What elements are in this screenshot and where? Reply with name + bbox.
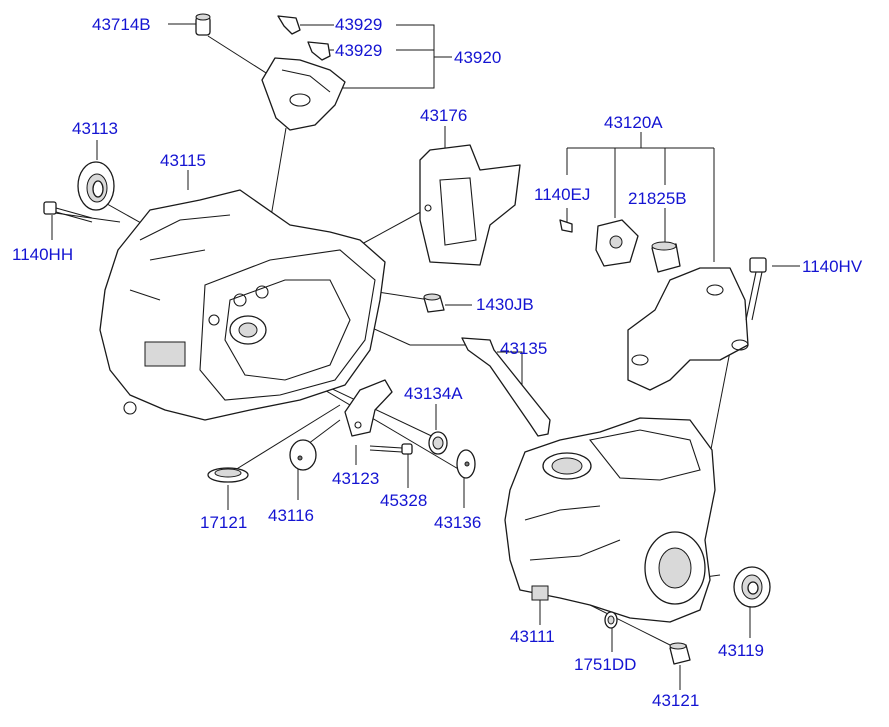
callout-1430JB[interactable]: 1430JB bbox=[476, 295, 534, 314]
bushing-21825B bbox=[651, 241, 681, 273]
transmission-case-43111 bbox=[504, 417, 716, 623]
callout-1140EJ[interactable]: 1140EJ bbox=[534, 185, 591, 204]
callout-21825B[interactable]: 21825B bbox=[628, 189, 687, 208]
callout-1751DD[interactable]: 1751DD bbox=[574, 655, 637, 674]
clutch-housing-43115 bbox=[99, 189, 386, 421]
plug-43121 bbox=[669, 642, 691, 665]
callout-43116[interactable]: 43116 bbox=[268, 506, 315, 525]
callout-17121[interactable]: 17121 bbox=[200, 513, 248, 532]
callout-45328[interactable]: 45328 bbox=[380, 491, 428, 510]
ring-17121 bbox=[207, 467, 249, 483]
rod-43135 bbox=[461, 337, 551, 437]
mount-bracket-43120A bbox=[627, 267, 749, 391]
bracket-43176 bbox=[419, 144, 521, 266]
callout-43113[interactable]: 43113 bbox=[72, 119, 119, 138]
bracket-1140EJ-part bbox=[559, 219, 639, 267]
shim-43116 bbox=[289, 439, 317, 471]
callout-43929-lower[interactable]: 43929 bbox=[335, 41, 383, 60]
ring-1751DD bbox=[604, 611, 618, 629]
seal-43113 bbox=[77, 161, 115, 211]
leader-lines bbox=[51, 23, 800, 690]
callout-43123[interactable]: 43123 bbox=[332, 469, 380, 488]
plate-43123 bbox=[344, 379, 393, 437]
callout-43120A[interactable]: 43120A bbox=[604, 113, 663, 132]
clip-43929-upper bbox=[277, 15, 301, 35]
seal-43134A bbox=[428, 431, 448, 455]
callout-43929-upper[interactable]: 43929 bbox=[335, 15, 383, 34]
callout-1140HH[interactable]: 1140HH bbox=[12, 245, 74, 264]
callout-43136[interactable]: 43136 bbox=[434, 513, 482, 532]
clip-43929-lower bbox=[307, 41, 331, 61]
seal-43119 bbox=[733, 566, 771, 608]
callout-43134A[interactable]: 43134A bbox=[404, 384, 463, 403]
bolt-1140HH bbox=[43, 201, 93, 223]
callout-43119[interactable]: 43119 bbox=[718, 641, 765, 660]
bolt-45328 bbox=[369, 443, 413, 455]
callout-43111[interactable]: 43111 bbox=[510, 627, 555, 646]
callout-43176[interactable]: 43176 bbox=[420, 106, 468, 125]
callout-43115[interactable]: 43115 bbox=[160, 151, 207, 170]
callout-43121[interactable]: 43121 bbox=[652, 691, 700, 710]
bolt-1140HV bbox=[745, 257, 767, 321]
callout-43135[interactable]: 43135 bbox=[500, 339, 548, 358]
callout-43714B[interactable]: 43714B bbox=[92, 15, 151, 34]
pin-1430JB bbox=[423, 293, 445, 313]
plug-43714B bbox=[195, 13, 211, 36]
callout-43920[interactable]: 43920 bbox=[454, 48, 502, 67]
shim-43136 bbox=[456, 449, 476, 479]
callout-1140HV[interactable]: 1140HV bbox=[802, 257, 863, 276]
bracket-43920 bbox=[261, 57, 346, 131]
